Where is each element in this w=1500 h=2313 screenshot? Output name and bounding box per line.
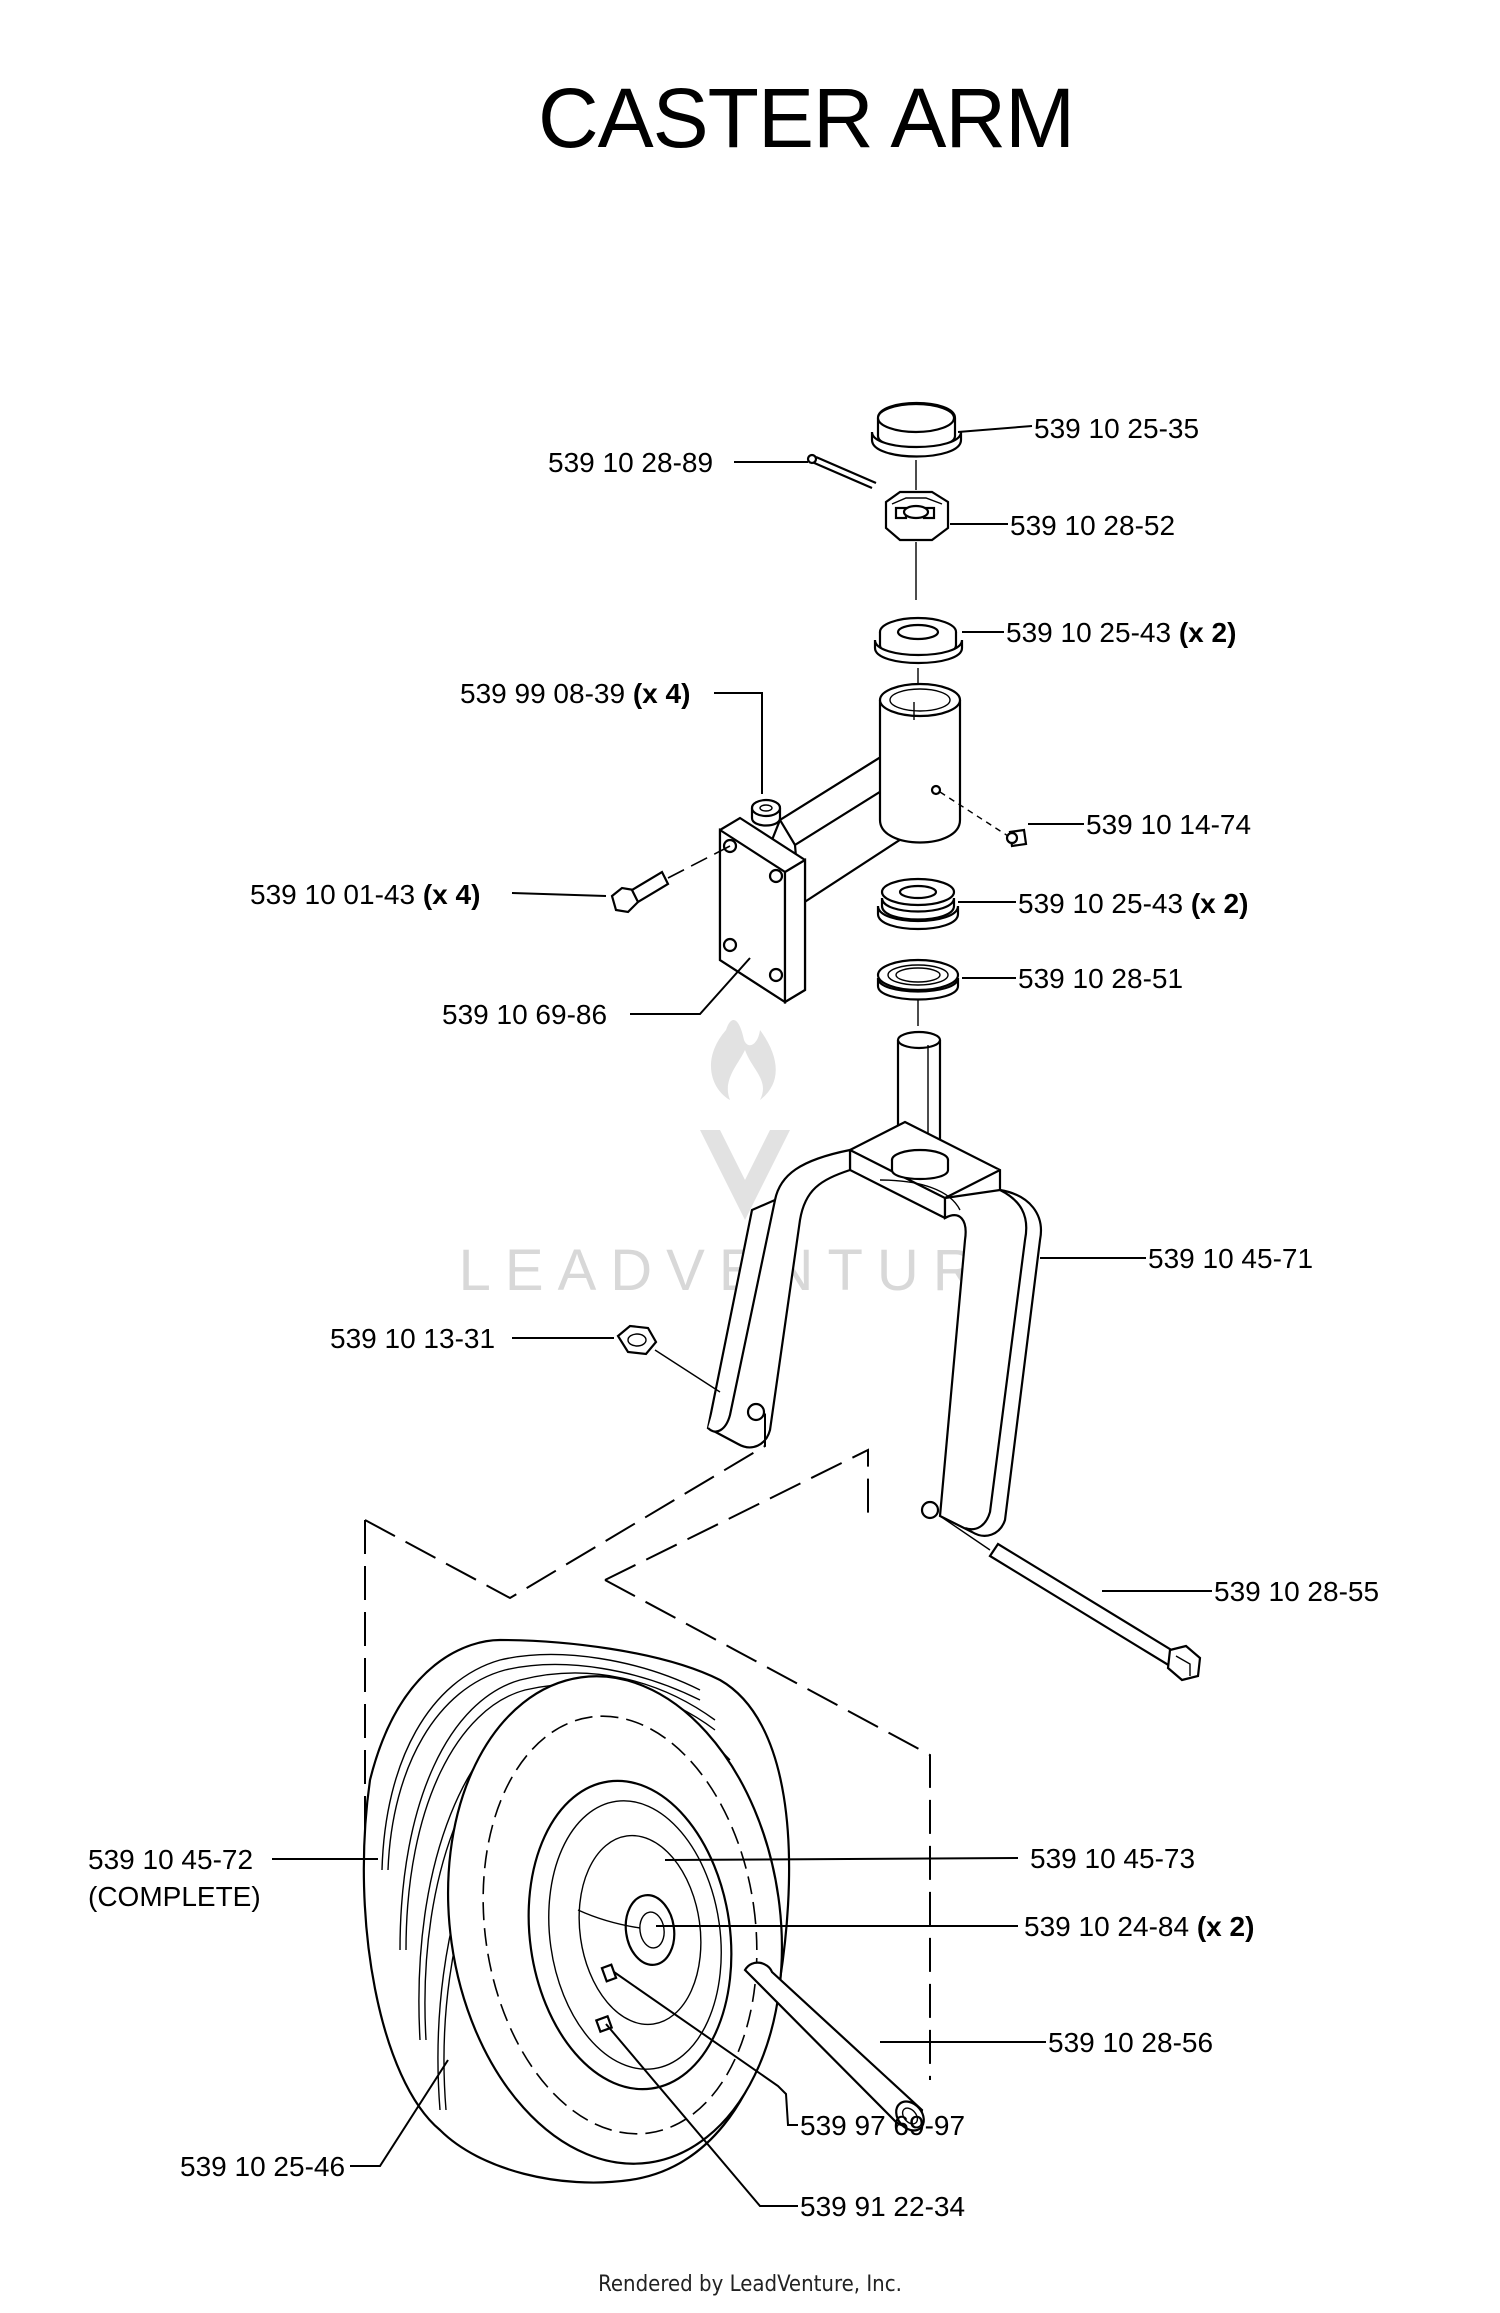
mount-bolt-part[interactable] <box>610 870 670 914</box>
callout-arm-weldment[interactable]: 539 10 69-86 <box>442 999 607 1030</box>
part-callouts: 539 10 25-35 539 10 28-89 539 10 28-52 5… <box>88 413 1379 2222</box>
cotter-pin-part[interactable] <box>806 453 877 490</box>
valve-stem-part[interactable] <box>600 1963 618 1983</box>
callout-top-bearing[interactable]: 539 10 25-43 (x 2) <box>1006 617 1236 648</box>
callout-castle-nut[interactable]: 539 10 28-52 <box>1010 510 1175 541</box>
dust-cap-part[interactable] <box>870 402 963 458</box>
callout-mount-nut[interactable]: 539 99 08-39 (x 4) <box>460 678 690 709</box>
footer-credit: Rendered by LeadVenture, Inc. <box>598 2272 902 2297</box>
callout-spacer-tube[interactable]: 539 10 28-56 <box>1048 2027 1213 2058</box>
callout-axle-bolt[interactable]: 539 10 28-55 <box>1214 1576 1379 1607</box>
caster-arm-weldment-part[interactable] <box>718 682 962 1005</box>
axle-bolt-part[interactable] <box>988 1542 1202 1682</box>
callout-grease-fitting[interactable]: 539 10 14-74 <box>1086 809 1251 840</box>
callout-lower-bearing[interactable]: 539 10 25-43 (x 2) <box>1018 888 1248 919</box>
callout-dust-cap[interactable]: 539 10 25-35 <box>1034 413 1199 444</box>
grease-zerk-part[interactable] <box>594 2014 614 2034</box>
top-bearing-part[interactable] <box>873 616 964 665</box>
leader-lines <box>272 425 1212 2207</box>
callout-fork[interactable]: 539 10 45-71 <box>1148 1243 1313 1274</box>
callout-wheel-complete[interactable]: 539 10 45-72 <box>88 1844 253 1875</box>
callout-wheel-bearing[interactable]: 539 10 24-84 (x 2) <box>1024 1911 1254 1942</box>
assembly-guide-lines <box>364 1410 931 2080</box>
wheel-bearing-part[interactable] <box>577 1892 679 1968</box>
caster-fork-part[interactable] <box>706 1030 1043 1537</box>
seal-part[interactable] <box>876 958 960 1001</box>
callout-valve-stem[interactable]: 539 97 69-97 <box>800 2110 965 2141</box>
axle-nut-part[interactable] <box>616 1324 658 1356</box>
callout-seal[interactable]: 539 10 28-51 <box>1018 963 1183 994</box>
callout-wheel-complete-note: (COMPLETE) <box>88 1881 261 1912</box>
page-title: CASTER ARM <box>537 71 1075 165</box>
callout-tire[interactable]: 539 10 25-46 <box>180 2151 345 2182</box>
castle-nut-part[interactable] <box>884 490 950 542</box>
callout-mount-bolt[interactable]: 539 10 01-43 (x 4) <box>250 879 480 910</box>
lower-bearing-part[interactable] <box>876 877 960 930</box>
spacer-tube-part[interactable] <box>743 1961 929 2136</box>
mount-nut-part[interactable] <box>750 798 782 827</box>
callout-axle-nut[interactable]: 539 10 13-31 <box>330 1323 495 1354</box>
grease-fitting-part[interactable] <box>1005 828 1028 848</box>
callout-cotter-pin[interactable]: 539 10 28-89 <box>548 447 713 478</box>
callout-rim[interactable]: 539 10 45-73 <box>1030 1843 1195 1874</box>
callout-grease-zerk[interactable]: 539 91 22-34 <box>800 2191 965 2222</box>
